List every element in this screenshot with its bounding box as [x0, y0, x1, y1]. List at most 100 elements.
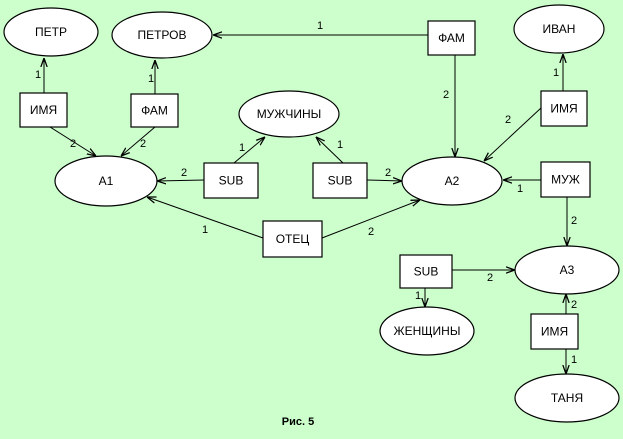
node-petrov: ПЕТРОВ — [111, 11, 213, 59]
node-zhenshchiny: ЖЕНЩИНЫ — [379, 306, 475, 356]
edge-label: 2 — [487, 272, 493, 284]
relation-box — [427, 20, 476, 56]
edge-sub_a2-to-a2: 2 — [366, 167, 402, 181]
edge-label: 2 — [385, 167, 391, 179]
node-ivan: ИВАН — [513, 4, 605, 54]
node-muzhchiny: МУЖЧИНЫ — [238, 90, 340, 138]
edge-label: 1 — [35, 69, 41, 81]
node-a2: А2 — [401, 156, 503, 206]
edge-arrow — [121, 126, 156, 156]
edge-label: 1 — [337, 139, 343, 151]
node-a3: А3 — [514, 245, 620, 295]
node-label: ИВАН — [543, 22, 576, 36]
node-label: SUB — [328, 174, 353, 188]
concept-ellipse — [238, 90, 340, 138]
node-fam-a1: ФАМ — [130, 93, 179, 128]
edge-label: 2 — [368, 226, 374, 238]
edge-imya_a1-to-petr: 1 — [35, 58, 44, 93]
edge-sub_a1-to-a1: 2 — [157, 167, 205, 181]
concept-ellipse — [54, 155, 158, 207]
relation-box — [130, 93, 179, 128]
edge-arrow — [233, 137, 265, 164]
node-label: ОТЕЦ — [276, 232, 310, 246]
node-label: МУЖЧИНЫ — [257, 107, 322, 121]
edge-label: 2 — [571, 215, 577, 227]
node-imya-a2: ИМЯ — [540, 90, 588, 127]
edge-sub_a2-to-muzhchiny: 1 — [316, 137, 344, 164]
figure-caption: Рис. 5 — [282, 416, 314, 428]
node-tanya: ТАНЯ — [514, 373, 620, 423]
edge-fam_top-to-a2: 2 — [443, 55, 455, 157]
node-sub-a1: SUB — [203, 162, 259, 199]
edge-sub_a1-to-muzhchiny: 1 — [233, 137, 265, 164]
concept-ellipse — [111, 11, 213, 59]
edge-muzh-to-a2: 1 — [503, 180, 541, 195]
edge-imya_a3-to-a3: 2 — [566, 294, 577, 314]
concept-ellipse — [513, 4, 605, 54]
node-label: МУЖ — [551, 173, 580, 187]
node-label: А3 — [560, 263, 575, 277]
concept-ellipse — [379, 306, 475, 356]
edge-otec-to-a1: 1 — [147, 197, 264, 239]
edge-imya_a2-to-ivan: 1 — [553, 54, 563, 91]
node-imya-a1: ИМЯ — [19, 92, 68, 128]
relation-box — [203, 162, 259, 199]
node-label: ПЕТРОВ — [137, 28, 186, 42]
edge-label: 1 — [202, 224, 208, 236]
edge-label: 2 — [571, 299, 577, 311]
node-sub-a3: SUB — [399, 254, 453, 289]
edge-label: 1 — [517, 183, 523, 195]
edge-imya_a3-to-tanya: 1 — [566, 349, 577, 374]
edge-muzh-to-a3: 2 — [567, 197, 577, 246]
concept-ellipse — [3, 7, 99, 57]
node-a1: А1 — [54, 155, 158, 207]
concept-ellipse — [401, 156, 503, 206]
node-label: SUB — [219, 174, 244, 188]
concept-ellipse — [514, 245, 620, 295]
node-label: ИМЯ — [541, 325, 568, 339]
edge-arrow — [49, 126, 96, 156]
node-label: SUB — [414, 265, 439, 279]
edge-label: 1 — [148, 73, 154, 85]
edge-arrow — [321, 200, 420, 239]
edge-label: 2 — [505, 114, 511, 126]
node-label: ФАМ — [141, 104, 168, 118]
edge-label: 1 — [317, 20, 323, 32]
relation-box — [540, 90, 588, 127]
relation-box — [530, 313, 579, 350]
edge-label: 2 — [181, 167, 187, 179]
relation-box — [540, 161, 591, 198]
edge-arrow — [484, 107, 542, 161]
edge-imya_a1-to-a1: 2 — [49, 126, 96, 156]
relation-box — [19, 92, 68, 128]
node-label: А2 — [445, 174, 460, 188]
concept-ellipse — [514, 373, 620, 423]
edge-label: 2 — [140, 138, 146, 150]
edge-label: 1 — [571, 354, 577, 366]
relation-box — [399, 254, 453, 289]
node-label: ПЕТР — [35, 25, 67, 39]
edge-fam_a1-to-a1: 2 — [121, 126, 156, 156]
node-label: ТАНЯ — [551, 391, 583, 405]
edge-imya_a2-to-a2: 2 — [484, 107, 542, 161]
node-petr: ПЕТР — [3, 7, 99, 57]
edge-sub_a3-to-a3: 2 — [452, 270, 515, 284]
edge-arrow — [316, 137, 344, 164]
edge-label: 1 — [415, 290, 421, 302]
edge-label: 1 — [239, 142, 245, 154]
edge-arrow — [366, 180, 402, 181]
node-otec: ОТЕЦ — [262, 220, 323, 258]
edge-arrow — [147, 197, 264, 239]
node-label: ФАМ — [438, 31, 465, 45]
node-label: А1 — [99, 174, 114, 188]
edge-arrow — [157, 180, 205, 181]
node-fam-top: ФАМ — [427, 20, 476, 56]
node-muzh: МУЖ — [540, 161, 591, 198]
node-label: ИМЯ — [550, 102, 577, 116]
edge-fam_top-to-petrov: 1 — [213, 20, 428, 35]
edge-label: 2 — [70, 138, 76, 150]
edge-label: 1 — [553, 67, 559, 79]
node-imya-a3: ИМЯ — [530, 313, 579, 350]
relation-box — [312, 162, 368, 199]
